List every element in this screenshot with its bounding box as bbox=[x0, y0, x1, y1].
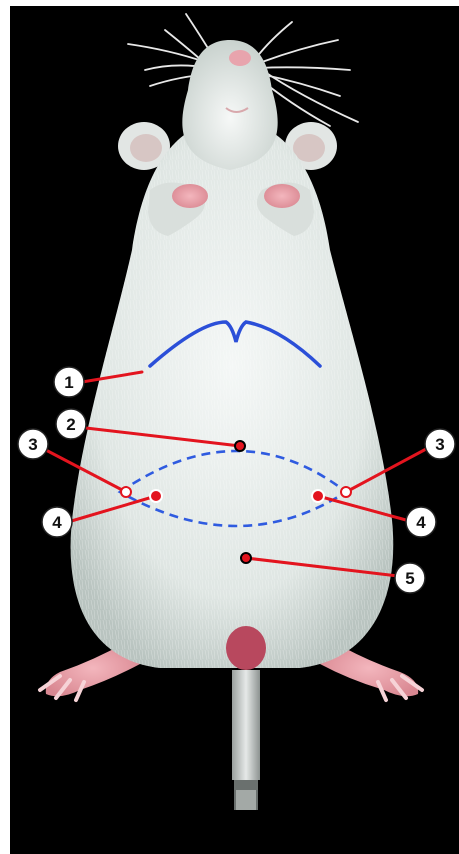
callout-3-left-label: 3 bbox=[28, 435, 37, 454]
callout-4-right: 4 bbox=[406, 507, 436, 537]
marker-4-left bbox=[150, 490, 162, 502]
callout-4-right-label: 4 bbox=[416, 513, 426, 532]
callout-4-left: 4 bbox=[42, 507, 72, 537]
marker-5 bbox=[241, 553, 251, 563]
marker-3-left bbox=[121, 487, 131, 497]
callout-3-right-label: 3 bbox=[435, 435, 444, 454]
callout-3-right: 3 bbox=[425, 429, 455, 459]
genital-area bbox=[226, 626, 266, 670]
marker-3-right bbox=[341, 487, 351, 497]
marker-2 bbox=[235, 441, 245, 451]
callout-1-label: 1 bbox=[64, 373, 73, 392]
callout-2: 2 bbox=[56, 409, 86, 439]
callout-5: 5 bbox=[395, 563, 425, 593]
callout-3-left: 3 bbox=[18, 429, 48, 459]
tail bbox=[232, 670, 260, 810]
callout-2-label: 2 bbox=[66, 415, 75, 434]
marker-4-right bbox=[312, 490, 324, 502]
callout-1: 1 bbox=[54, 367, 84, 397]
nose bbox=[229, 50, 251, 66]
callout-5-label: 5 bbox=[405, 569, 414, 588]
callout-4-left-label: 4 bbox=[52, 513, 62, 532]
